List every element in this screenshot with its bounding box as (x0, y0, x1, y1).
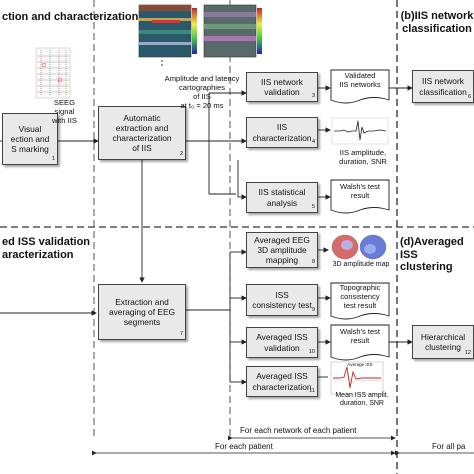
step-10-averaged-iss-validation: Averaged ISS validation 10 (246, 327, 318, 358)
step-3-label: IIS network validation (261, 76, 303, 97)
seeg-signal-label: SEEG signal with IIS (52, 98, 77, 126)
step-4-iis-characterization: IIS characterization 4 (246, 117, 318, 148)
document-shapes (330, 69, 390, 361)
step-12-label: Hierarchical clustering (420, 331, 466, 352)
step-2-label: Automatic extraction and characterizatio… (112, 112, 172, 154)
step-12-number: 12 (464, 350, 471, 357)
arrows (0, 60, 413, 385)
step-9-iss-consistency-test: ISS consistency test 9 (246, 284, 318, 316)
step-8-number: 8 (311, 259, 315, 266)
step-3-iis-network-validation: IIS network validation 3 (246, 72, 318, 102)
amplitude-map-label: 3D amplitude map (332, 261, 390, 268)
doc-validated-networks: Validated IIS networks (339, 71, 381, 89)
doc-walsh-test-result-1: Walsh's test result (340, 182, 380, 200)
average-iss-chart (330, 361, 384, 395)
doc-topographic-consistency: Topographic consistency test result (339, 283, 381, 310)
step-2-automatic-extraction: Automatic extraction and characterizatio… (98, 106, 186, 160)
section-a-heading: ction and characterization (2, 11, 139, 23)
step-9-label: ISS consistency test (252, 289, 312, 310)
cartography-label: Amplitude and latency cartographies of I… (164, 74, 240, 111)
step-9-number: 9 (311, 307, 315, 314)
doc-shape-1 (330, 69, 390, 104)
step-10-number: 10 (308, 349, 315, 356)
doc-shape-4 (330, 324, 390, 361)
step-11-label: Averaged ISS characterization (252, 371, 312, 392)
step-6-label: IIS network classification (419, 76, 467, 97)
step-2-number: 2 (179, 151, 183, 158)
step-1-visual-marking: Visual ection and S marking 1 (2, 113, 58, 165)
step-4-number: 4 (311, 139, 315, 146)
iis-waveform-plot (331, 117, 389, 145)
step-3-number: 3 (311, 93, 315, 100)
step-5-label: IIS statistical analysis (258, 187, 306, 208)
step-7-extraction-averaging: Extraction and averaging of EEG segments… (98, 284, 186, 340)
iis-amplitude-label: IIS amplitude, duration, SNR (339, 148, 387, 167)
footer-each-network: For each network of each patient (240, 426, 357, 435)
step-5-number: 5 (311, 204, 315, 211)
step-8-averaged-eeg-mapping: Averaged EEG 3D amplitude mapping 8 (246, 232, 318, 268)
doc-walsh-test-result-2: Walsh's test result (340, 327, 380, 345)
step-6-number: 6 (467, 94, 471, 101)
step-6-iis-network-classification: IIS network classification 6 (412, 70, 474, 103)
step-11-averaged-iss-characterization: Averaged ISS characterization 11 (246, 366, 318, 397)
step-10-label: Averaged ISS validation (256, 332, 308, 353)
step-12-hierarchical-clustering: Hierarchical clustering 12 (412, 325, 474, 359)
average-iss-chart-title: Average ISS (347, 362, 373, 367)
step-11-number: 11 (309, 388, 315, 395)
doc-shape-3 (330, 282, 390, 320)
brain-3d-maps (331, 234, 387, 260)
section-b-heading: (b)IIS network classification (400, 10, 474, 35)
step-7-number: 7 (179, 331, 183, 338)
step-7-label: Extraction and averaging of EEG segments (108, 296, 176, 328)
section-d-heading: (d)Averaged ISS clustering (400, 236, 464, 274)
seeg-thumbnail (35, 47, 71, 99)
step-1-number: 1 (51, 156, 55, 163)
doc-shape-2 (330, 179, 390, 214)
footer-each-patient: For each patient (215, 442, 273, 451)
step-5-iis-statistical-analysis: IIS statistical analysis 5 (246, 182, 318, 213)
step-8-label: Averaged EEG 3D amplitude mapping (254, 234, 310, 266)
section-c-heading: ed ISS validation aracterization (2, 236, 91, 261)
cartography-heatmaps (138, 4, 262, 58)
mean-iss-label: Mean ISS amplit. duration, SNR (335, 392, 389, 408)
footer-all-patients: For all pa (432, 442, 466, 451)
step-4-label: IIS characterization (252, 122, 312, 143)
step-1-label: Visual ection and S marking (10, 123, 50, 155)
